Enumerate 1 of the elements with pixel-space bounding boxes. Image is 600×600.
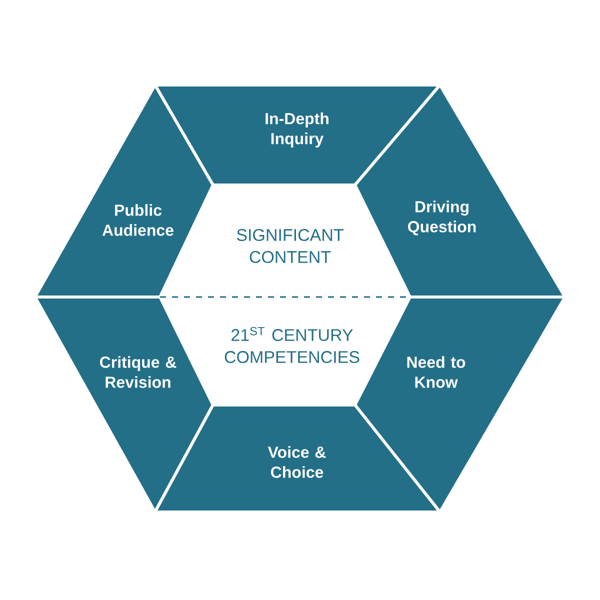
center-label: SIGNIFICANT CONTENT	[236, 229, 344, 264]
